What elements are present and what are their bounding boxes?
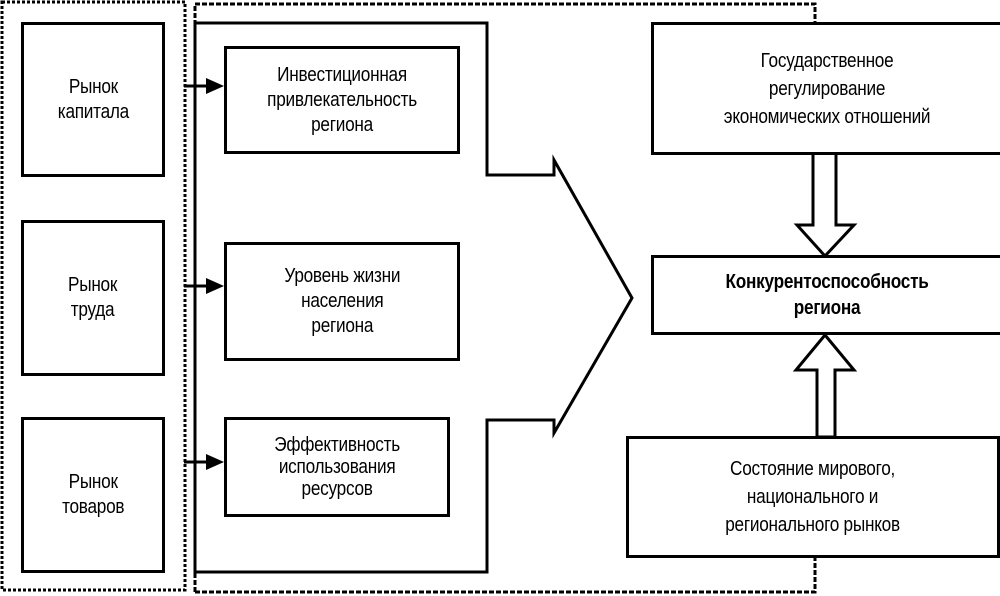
label-line: региона: [794, 297, 861, 319]
label-line: использования: [278, 456, 396, 478]
label-line: Рынок: [68, 274, 118, 296]
label-line: капитала: [57, 100, 129, 123]
markets-group-outline: [0, 0, 187, 592]
label-line: экономических отношений: [724, 105, 931, 128]
label-line: регионального рынков: [725, 514, 901, 536]
label-line: Рынок: [68, 471, 118, 493]
label-line: населения: [300, 290, 384, 312]
competitiveness-label: Конкурентоспособность региона: [726, 269, 929, 321]
factor-label: Уровень жизни населения региона: [284, 264, 400, 339]
factor-label: Инвестиционная привлекательность региона: [267, 63, 417, 138]
label-line: Конкурентоспособность: [725, 271, 930, 293]
market-label: Рынок товаров: [62, 470, 124, 520]
label-line: региона: [311, 315, 373, 337]
factor-box-living-standard: Уровень жизни населения региона: [224, 242, 460, 361]
label-line: регулирование: [769, 77, 886, 100]
label-line: Рынок: [68, 75, 118, 98]
factors-chevron-frame: [193, 21, 634, 574]
factor-label: Эффективность использования ресурсов: [274, 434, 400, 500]
label-line: труда: [71, 299, 115, 321]
hollow-arrow-down-icon: [793, 151, 858, 259]
arrow-right-icon: [184, 454, 224, 470]
regulation-box: Государственное регулирование экономичес…: [651, 22, 1000, 155]
label-line: Уровень жизни: [284, 265, 400, 287]
factor-box-investment: Инвестиционная привлекательность региона: [224, 46, 460, 154]
label-line: товаров: [61, 496, 125, 518]
label-line: Состояние мирового,: [730, 458, 896, 480]
factor-box-resource-efficiency: Эффективность использования ресурсов: [224, 417, 450, 517]
label-line: привлекательность: [267, 88, 417, 111]
market-state-box: Состояние мирового, национального и реги…: [626, 436, 1000, 558]
label-line: ресурсов: [301, 478, 373, 500]
market-box-labor: Рынок труда: [21, 220, 165, 376]
label-line: региона: [311, 113, 373, 136]
label-line: Государственное: [761, 49, 894, 72]
market-label: Рынок труда: [68, 273, 117, 323]
arrow-right-icon: [184, 78, 224, 94]
label-line: Инвестиционная: [277, 63, 407, 86]
regulation-label: Государственное регулирование экономичес…: [724, 47, 931, 131]
market-label: Рынок капитала: [57, 75, 128, 125]
label-line: национального и: [747, 486, 879, 508]
arrow-right-icon: [184, 278, 224, 294]
competitiveness-box: Конкурентоспособность региона: [651, 255, 1000, 335]
market-box-capital: Рынок капитала: [21, 22, 165, 177]
market-state-label: Состояние мирового, национального и реги…: [726, 455, 901, 539]
market-box-goods: Рынок товаров: [21, 417, 165, 573]
hollow-arrow-up-icon: [792, 332, 858, 439]
label-line: Эффективность: [274, 434, 400, 456]
